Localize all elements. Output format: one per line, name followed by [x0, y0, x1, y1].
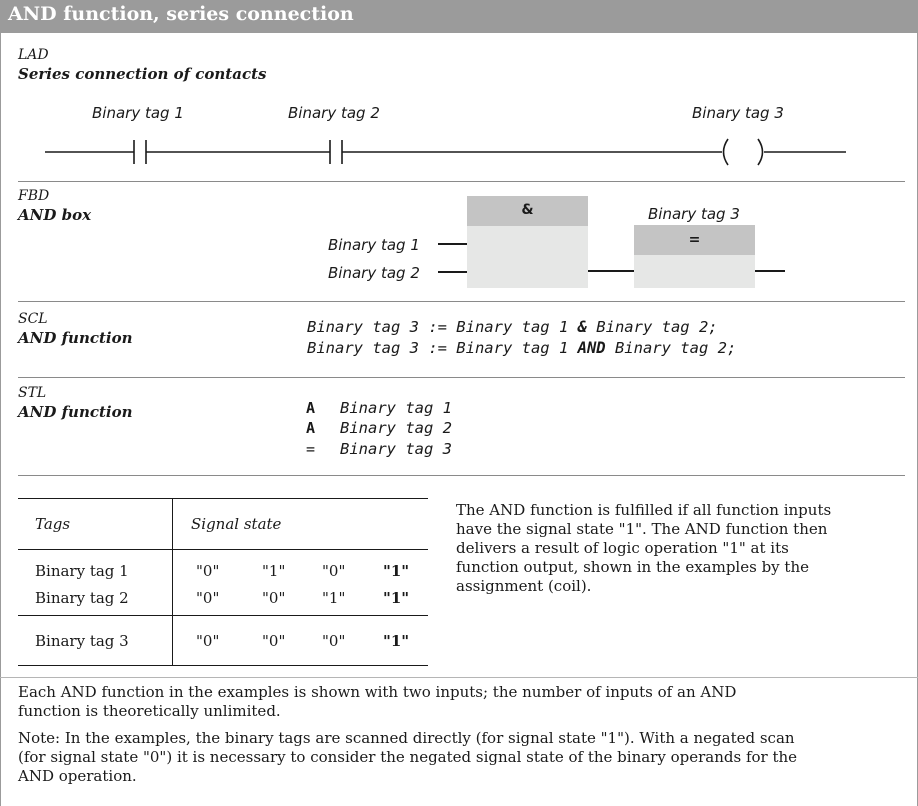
- table-header-signal-state: Signal state: [191, 515, 282, 533]
- lad-contact-2-label: Binary tag 2: [288, 104, 380, 122]
- table-cell: "0": [262, 632, 286, 650]
- section-divider: [18, 181, 905, 182]
- section-divider: [18, 301, 905, 302]
- table-cell: "0": [322, 632, 346, 650]
- fbd-connect-wire: [588, 270, 634, 272]
- table-cell: "0": [262, 589, 286, 607]
- table-cell: "1": [383, 562, 410, 580]
- table-cell: "0": [196, 562, 220, 580]
- and-function-description: The AND function is fulfilled if all fun…: [456, 501, 831, 596]
- paragraph-line: AND operation.: [18, 767, 137, 785]
- table-header-tags: Tags: [35, 515, 71, 533]
- lad-coil-label: Binary tag 3: [692, 104, 784, 122]
- fbd-input-2-wire: [438, 271, 467, 273]
- table-cell: "1": [262, 562, 286, 580]
- table-row-3-tag: Binary tag 3: [35, 632, 129, 650]
- table-cell: "1": [383, 589, 410, 607]
- fbd-input-1-label: Binary tag 1: [328, 236, 420, 254]
- description-line: function output, shown in the examples b…: [456, 558, 809, 576]
- scl-section-name: AND function: [18, 329, 133, 347]
- lad-section-name: Series connection of contacts: [18, 65, 267, 83]
- fbd-section-name: AND box: [18, 206, 92, 224]
- stl-section-name: AND function: [18, 403, 133, 421]
- note-paragraph: Note: In the examples, the binary tags a…: [18, 729, 898, 786]
- table-header-rule: [18, 549, 428, 550]
- and-box-header: [467, 196, 588, 226]
- stl-operand-3: Binary tag 3: [340, 440, 452, 458]
- scl-code-line-1: Binary tag 3 := Binary tag 1 & Binary ta…: [307, 318, 718, 336]
- description-line: The AND function is fulfilled if all fun…: [456, 501, 832, 519]
- fbd-input-1-wire: [438, 243, 467, 245]
- frame-border-left: [0, 33, 1, 806]
- stl-operation-2: A: [306, 419, 316, 437]
- description-line: delivers a result of logic operation "1"…: [456, 539, 789, 557]
- coil-right-arc: [757, 138, 764, 166]
- table-top-rule: [18, 498, 428, 499]
- page-title: AND function, series connection: [8, 3, 354, 25]
- description-line: have the signal state "1". The AND funct…: [456, 520, 828, 538]
- fbd-input-2-label: Binary tag 2: [328, 264, 420, 282]
- paragraph-line: (for signal state "0") it is necessary t…: [18, 748, 798, 766]
- table-cell: "1": [383, 632, 410, 650]
- assignment-box-header: [634, 225, 755, 255]
- table-cell: "0": [196, 589, 220, 607]
- table-bottom-rule: [18, 665, 428, 666]
- table-row-2-tag: Binary tag 2: [35, 589, 129, 607]
- fbd-section-tag: FBD: [18, 188, 50, 204]
- and-symbol: &: [521, 202, 534, 218]
- lad-section-tag: LAD: [18, 47, 49, 63]
- table-cell: "0": [322, 562, 346, 580]
- fbd-output-label: Binary tag 3: [648, 205, 740, 223]
- table-cell: "0": [196, 632, 220, 650]
- stl-operation-3: =: [306, 440, 316, 458]
- coil-left-arc: [722, 138, 729, 166]
- assignment-symbol: =: [688, 232, 701, 248]
- stl-section-tag: STL: [18, 385, 47, 401]
- table-column-rule: [172, 498, 173, 666]
- paragraph-line: Each AND function in the examples is sho…: [18, 683, 737, 701]
- scl-code-line-2: Binary tag 3 := Binary tag 1 AND Binary …: [307, 339, 737, 357]
- inputs-paragraph: Each AND function in the examples is sho…: [18, 683, 898, 721]
- paragraph-line: function is theoretically unlimited.: [18, 702, 281, 720]
- paragraph-line: Note: In the examples, the binary tags a…: [18, 729, 795, 747]
- table-cell: "1": [322, 589, 346, 607]
- lad-rung: [45, 138, 846, 166]
- scl-section-tag: SCL: [18, 311, 48, 327]
- stl-operand-1: Binary tag 1: [340, 399, 452, 417]
- stl-operation-1: A: [306, 399, 316, 417]
- section-divider: [18, 475, 905, 476]
- section-divider: [0, 677, 918, 678]
- page-header: AND function, series connection: [0, 0, 918, 33]
- description-line: assignment (coil).: [456, 577, 592, 595]
- table-result-rule: [18, 615, 428, 616]
- lad-contact-1-label: Binary tag 1: [92, 104, 184, 122]
- fbd-output-wire: [755, 270, 785, 272]
- stl-operand-2: Binary tag 2: [340, 419, 452, 437]
- table-row-1-tag: Binary tag 1: [35, 562, 129, 580]
- section-divider: [18, 377, 905, 378]
